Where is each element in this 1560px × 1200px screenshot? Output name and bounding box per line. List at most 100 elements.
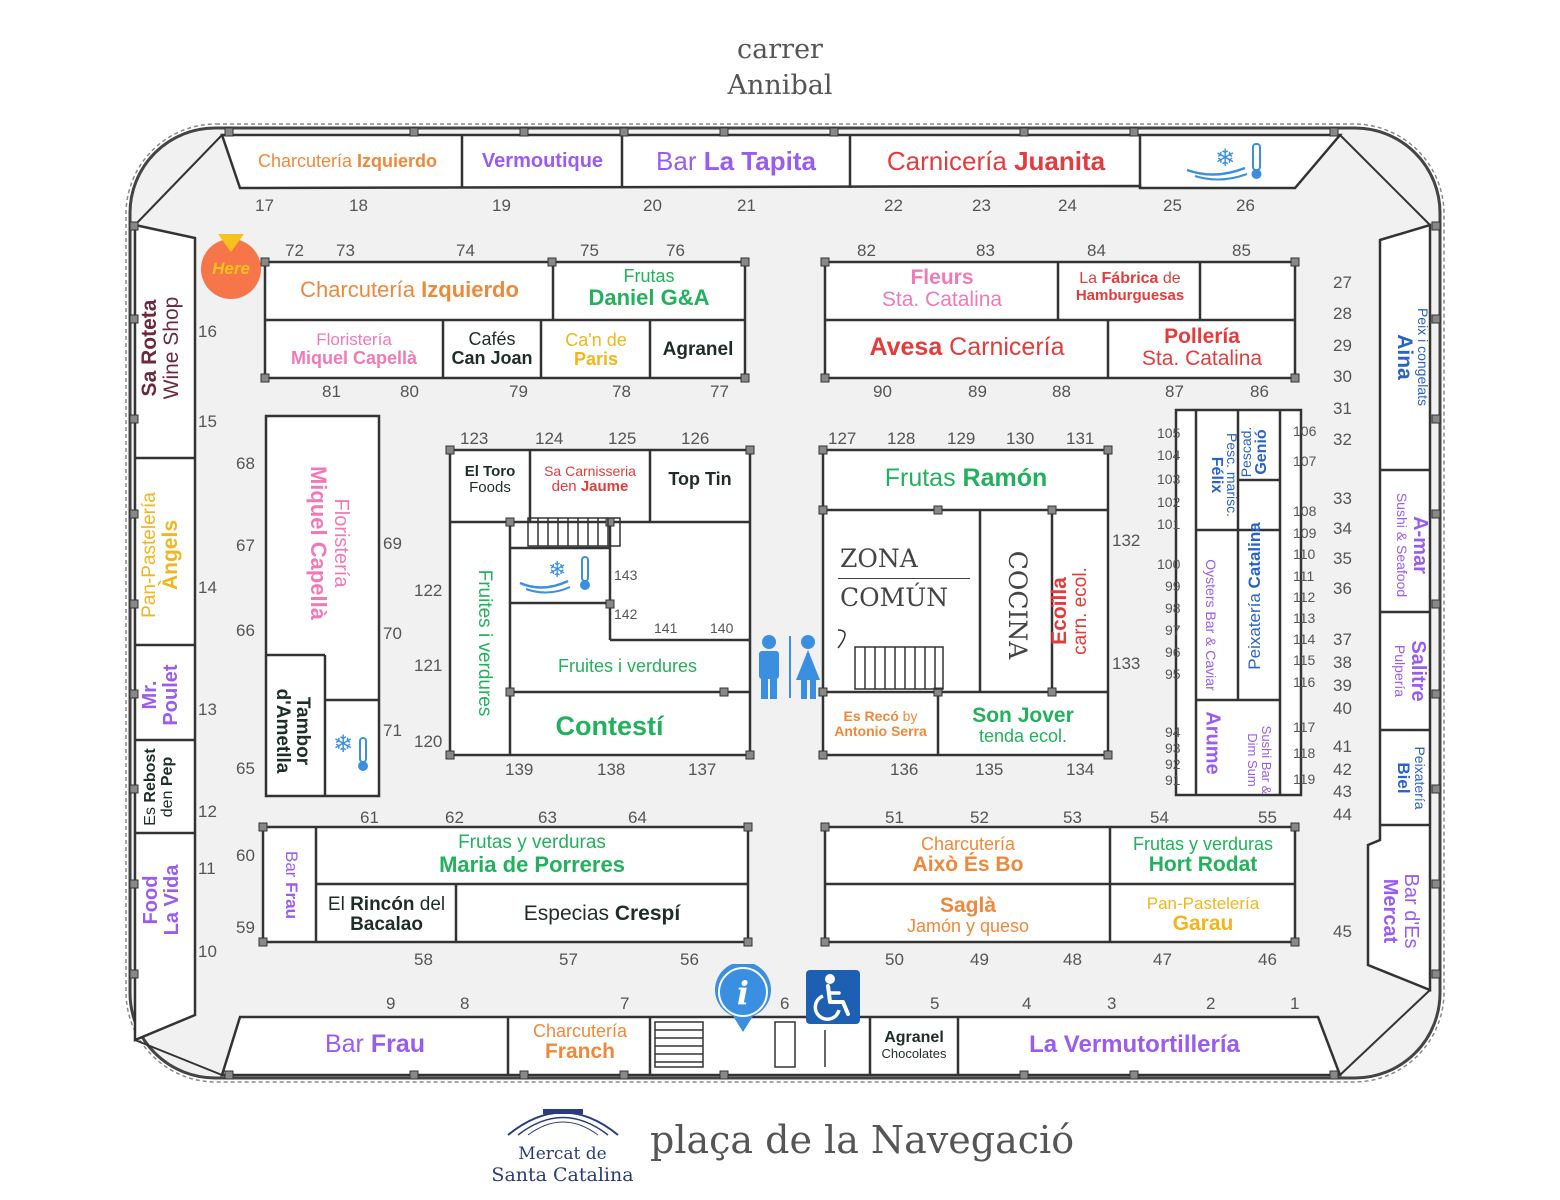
info-icon[interactable]: i (713, 964, 773, 1034)
stall-es-rebost-den-pep[interactable]: Es Rebost den Pep (142, 742, 187, 832)
stall-oysters-bar-caviar[interactable]: Oysters Bar & Caviar (1203, 559, 1219, 691)
stall-label-bold: Miquel Capellà (306, 465, 331, 621)
stall-es-reco-antonio-serra[interactable]: Es Recó by Antonio Serra (824, 709, 937, 738)
stall-fruites-i-verdures[interactable]: Fruites i verdures (557, 656, 698, 676)
stall-can-de-paris[interactable]: Ca'n de Paris (543, 331, 649, 369)
stall-fleurs-sta-catalina[interactable]: Fleurs Sta. Catalina (828, 266, 1056, 311)
stall-number: 67 (236, 536, 255, 555)
stall-number: 73 (336, 241, 355, 260)
stall-bar-la-tapita[interactable]: Bar La Tapita (625, 146, 847, 176)
stall-sushi-bar-dim-sum[interactable]: Sushi Bar & Dim Sum (1245, 725, 1274, 795)
stall-sa-roteta-wine-shop[interactable]: Sa Roteta Wine Shop (138, 258, 191, 438)
stall-aina[interactable]: Peix i congelats Aina (1380, 277, 1431, 437)
stall-number: 23 (972, 196, 991, 215)
stall-son-jover[interactable]: Son Jover tenda ecol. (940, 704, 1106, 746)
stall-number: 48 (1063, 950, 1082, 969)
stall-number: 26 (1236, 196, 1255, 215)
stall-number: 42 (1333, 760, 1352, 779)
stall-label: Sushi & Seafood (1394, 492, 1410, 598)
stall-fruites-i-verdures-v[interactable]: Fruites i verdures (474, 569, 495, 717)
stall-number: 96 (1165, 644, 1181, 660)
stall-la-vermutortilleria[interactable]: La Vermutortillería (1029, 1031, 1240, 1058)
stall-number: 90 (873, 382, 892, 401)
stall-salitre[interactable]: Salitre Pulpería (1382, 621, 1429, 721)
stall-avesa-carniceria[interactable]: Avesa Carnicería (828, 334, 1106, 360)
stall-floristeria-miquel-capella-v[interactable]: Floristería Miquel Capellà (295, 433, 352, 653)
stall-ecoilla[interactable]: Ecoïlla carn. ecol. (1048, 556, 1101, 666)
stall-top-tin[interactable]: Top Tin (668, 469, 732, 489)
stall-food-la-vida[interactable]: Food La Vida (140, 850, 189, 950)
stall-number: 49 (970, 950, 989, 969)
stall-mr-poulet[interactable]: Mr. Poulet (139, 650, 190, 740)
stall-label-bold: Hamburguesas (1075, 286, 1185, 304)
stall-charcuteria-franch[interactable]: Charcutería Franch (510, 1022, 650, 1063)
stall-number: 142 (614, 606, 638, 622)
stall-el-rincon-del-bacalao[interactable]: El Rincón del Bacalao (318, 895, 455, 935)
logo-bridge-icon (506, 1109, 619, 1136)
stall-label: Cafés (468, 329, 516, 349)
stall-sa-carnisseria-den-jaume[interactable]: Sa Carnisseria den Jaume (532, 464, 648, 494)
stall-number: 56 (680, 950, 699, 969)
svg-text:❄: ❄ (1215, 144, 1235, 172)
stall-label: Ca'n de (565, 330, 627, 350)
stall-pan-pasteleria-angels[interactable]: Pan-Pastelería Àngels (139, 475, 190, 635)
stall-label: Wine Shop (160, 296, 184, 400)
stall-number: 111 (1293, 568, 1315, 584)
stall-label-bold: Crespí (614, 902, 681, 925)
stall-number: 25 (1163, 196, 1182, 215)
stall-contesti[interactable]: Contestí (555, 711, 664, 741)
stall-number: 108 (1293, 503, 1317, 519)
stall-label: Bar (282, 850, 301, 883)
stall-number: 100 (1157, 556, 1181, 572)
stall-label-bold: La Tapita (703, 146, 816, 176)
stall-number: 32 (1333, 430, 1352, 449)
stall-number: 68 (236, 454, 255, 473)
stall-number: 89 (968, 382, 987, 401)
stall-a-mar[interactable]: A-mar Sushi & Seafood (1380, 475, 1431, 615)
stall-hort-rodat[interactable]: Frutas y verduras Hort Rodat (1112, 835, 1294, 876)
stall-sagla[interactable]: Saglà Jamón y queso (828, 894, 1108, 936)
stall-polleria-sta-catalina[interactable]: Pollería Sta. Catalina (1110, 325, 1294, 370)
stall-especias-crespi[interactable]: Especias Crespí (458, 902, 746, 925)
stall-floristeria-miquel-capella[interactable]: Floristería Miquel Capellà (267, 331, 441, 368)
stall-number: 53 (1063, 808, 1082, 827)
stall-aixo-es-bo[interactable]: Charcutería Això És Bo (828, 835, 1108, 876)
stall-label: Foods (469, 478, 511, 496)
stall-charcuteria-izquierdo-top[interactable]: Charcutería Izquierdo (235, 152, 460, 171)
stall-bar-frau-v[interactable]: Bar Frau (276, 835, 301, 935)
stall-label: Charcutería (257, 151, 358, 171)
stall-cafes-can-joan[interactable]: Cafés Can Joan (444, 330, 540, 368)
stall-carniceria-juanita[interactable]: Carnicería Juanita (852, 147, 1140, 175)
stall-label-bold: Ramón (962, 464, 1048, 492)
stall-number: 11 (198, 859, 216, 878)
stall-pescad-genio[interactable]: Pescad. Genió (1238, 417, 1279, 487)
stall-label-line: El Rincón del (318, 895, 455, 915)
stall-maria-de-porreres[interactable]: Frutas y verduras Maria de Porreres (318, 833, 746, 876)
stall-bar-des-mercat[interactable]: Bar d'Es Mercat (1369, 856, 1422, 966)
stall-number: 86 (1250, 382, 1269, 401)
stall-number: 141 (654, 620, 678, 636)
stall-number: 117 (1293, 719, 1316, 735)
stall-number: 95 (1165, 666, 1181, 682)
stall-label: Bar (324, 1030, 371, 1058)
stall-pan-pasteleria-garau[interactable]: Pan-Pastelería Garau (1112, 895, 1294, 935)
stall-frutas-daniel[interactable]: Frutas Daniel G&A (555, 267, 743, 309)
stall-la-fabrica-de-hamburguesas[interactable]: La Fábrica de Hamburguesas (1060, 270, 1200, 304)
stall-peixateria-biel[interactable]: Peixatería Biel (1383, 733, 1428, 823)
stall-pesc-marisc-felix[interactable]: Pesc. marisc. Félix (1199, 420, 1240, 530)
stall-number: 79 (509, 382, 528, 401)
stall-bar-frau[interactable]: Bar Frau (245, 1031, 505, 1057)
stall-tambor-dametlla[interactable]: Tambor d'Ametlla (262, 676, 313, 786)
stall-agranel[interactable]: Agranel (662, 339, 734, 360)
stall-agranel-chocolates[interactable]: Agranel Chocolates (871, 1029, 957, 1060)
stall-vermoutique[interactable]: Vermoutique (481, 150, 604, 172)
street-top: carrer Annibal (690, 32, 870, 105)
here-label: Here (212, 259, 250, 278)
stall-number: 37 (1333, 630, 1352, 649)
stall-frutas-ramon[interactable]: Frutas Ramón (826, 465, 1106, 491)
stall-peixateria-catalina[interactable]: Peixatería Catalina (1245, 506, 1272, 686)
stall-number: 121 (414, 656, 443, 675)
stall-charcuteria-izquierdo[interactable]: Charcutería Izquierdo (268, 278, 551, 301)
stall-arume[interactable]: Arume (1201, 711, 1224, 775)
stall-el-toro-foods[interactable]: El Toro Foods (452, 464, 528, 496)
